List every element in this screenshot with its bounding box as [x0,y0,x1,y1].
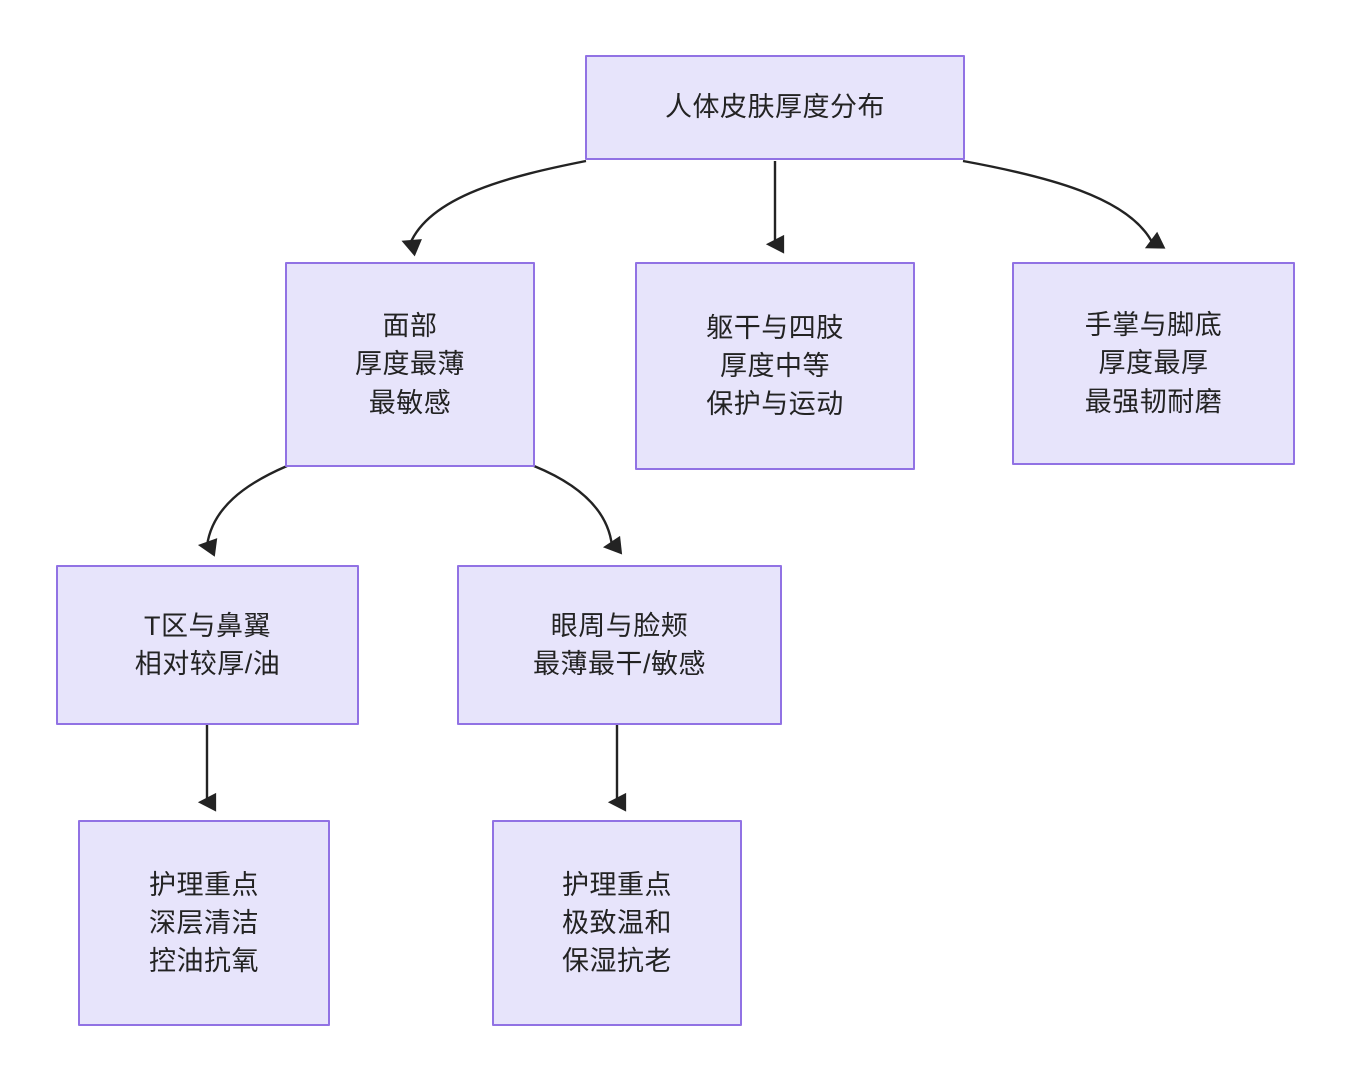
node-eye-cheek-line-1: 眼周与脸颊 [550,610,689,641]
node-tzone-line-1: T区与鼻翼 [144,610,271,641]
edge-face-to-eye [533,464,623,555]
node-tzone-line-2: 相对较厚/油 [134,649,281,679]
node-trunk-line-1: 躯干与四肢 [706,312,844,343]
node-care-eye-cheek-line-1: 护理重点 [562,869,672,900]
node-care-eye-cheek[interactable]: 护理重点 极致温和 保湿抗老 [492,820,742,1026]
node-eye-cheek-line-2: 最薄最干/敏感 [532,649,706,679]
node-face-line-3: 最敏感 [368,387,452,418]
node-palms-line-3: 最强韧耐磨 [1084,386,1223,417]
edge-root-to-face [401,159,587,257]
node-eye-cheek[interactable]: 眼周与脸颊 最薄最干/敏感 [457,565,782,725]
node-care-tzone-line-2: 深层清洁 [149,907,259,938]
node-palms-line-2: 厚度最厚 [1098,348,1209,379]
node-trunk[interactable]: 躯干与四肢 厚度中等 保护与运动 [635,262,915,470]
node-care-tzone-line-3: 控油抗氧 [149,946,259,977]
node-care-eye-cheek-line-3: 保湿抗老 [562,946,672,977]
node-face[interactable]: 面部 厚度最薄 最敏感 [285,262,535,467]
node-care-tzone[interactable]: 护理重点 深层清洁 控油抗氧 [78,820,330,1026]
node-trunk-line-2: 厚度中等 [720,350,830,381]
node-palms[interactable]: 手掌与脚底 厚度最厚 最强韧耐磨 [1012,262,1295,465]
edge-face-to-tzone [197,464,288,557]
node-face-line-2: 厚度最薄 [355,349,465,380]
node-root-line-1: 人体皮肤厚度分布 [665,92,885,123]
node-face-line-1: 面部 [382,311,438,341]
node-palms-line-1: 手掌与脚底 [1084,310,1223,340]
node-tzone[interactable]: T区与鼻翼 相对较厚/油 [56,565,359,725]
node-care-tzone-line-1: 护理重点 [149,869,259,900]
node-care-eye-cheek-line-2: 极致温和 [562,907,672,938]
node-root[interactable]: 人体皮肤厚度分布 [585,55,965,160]
node-trunk-line-3: 保护与运动 [706,389,844,420]
edge-root-to-palms [962,159,1166,249]
